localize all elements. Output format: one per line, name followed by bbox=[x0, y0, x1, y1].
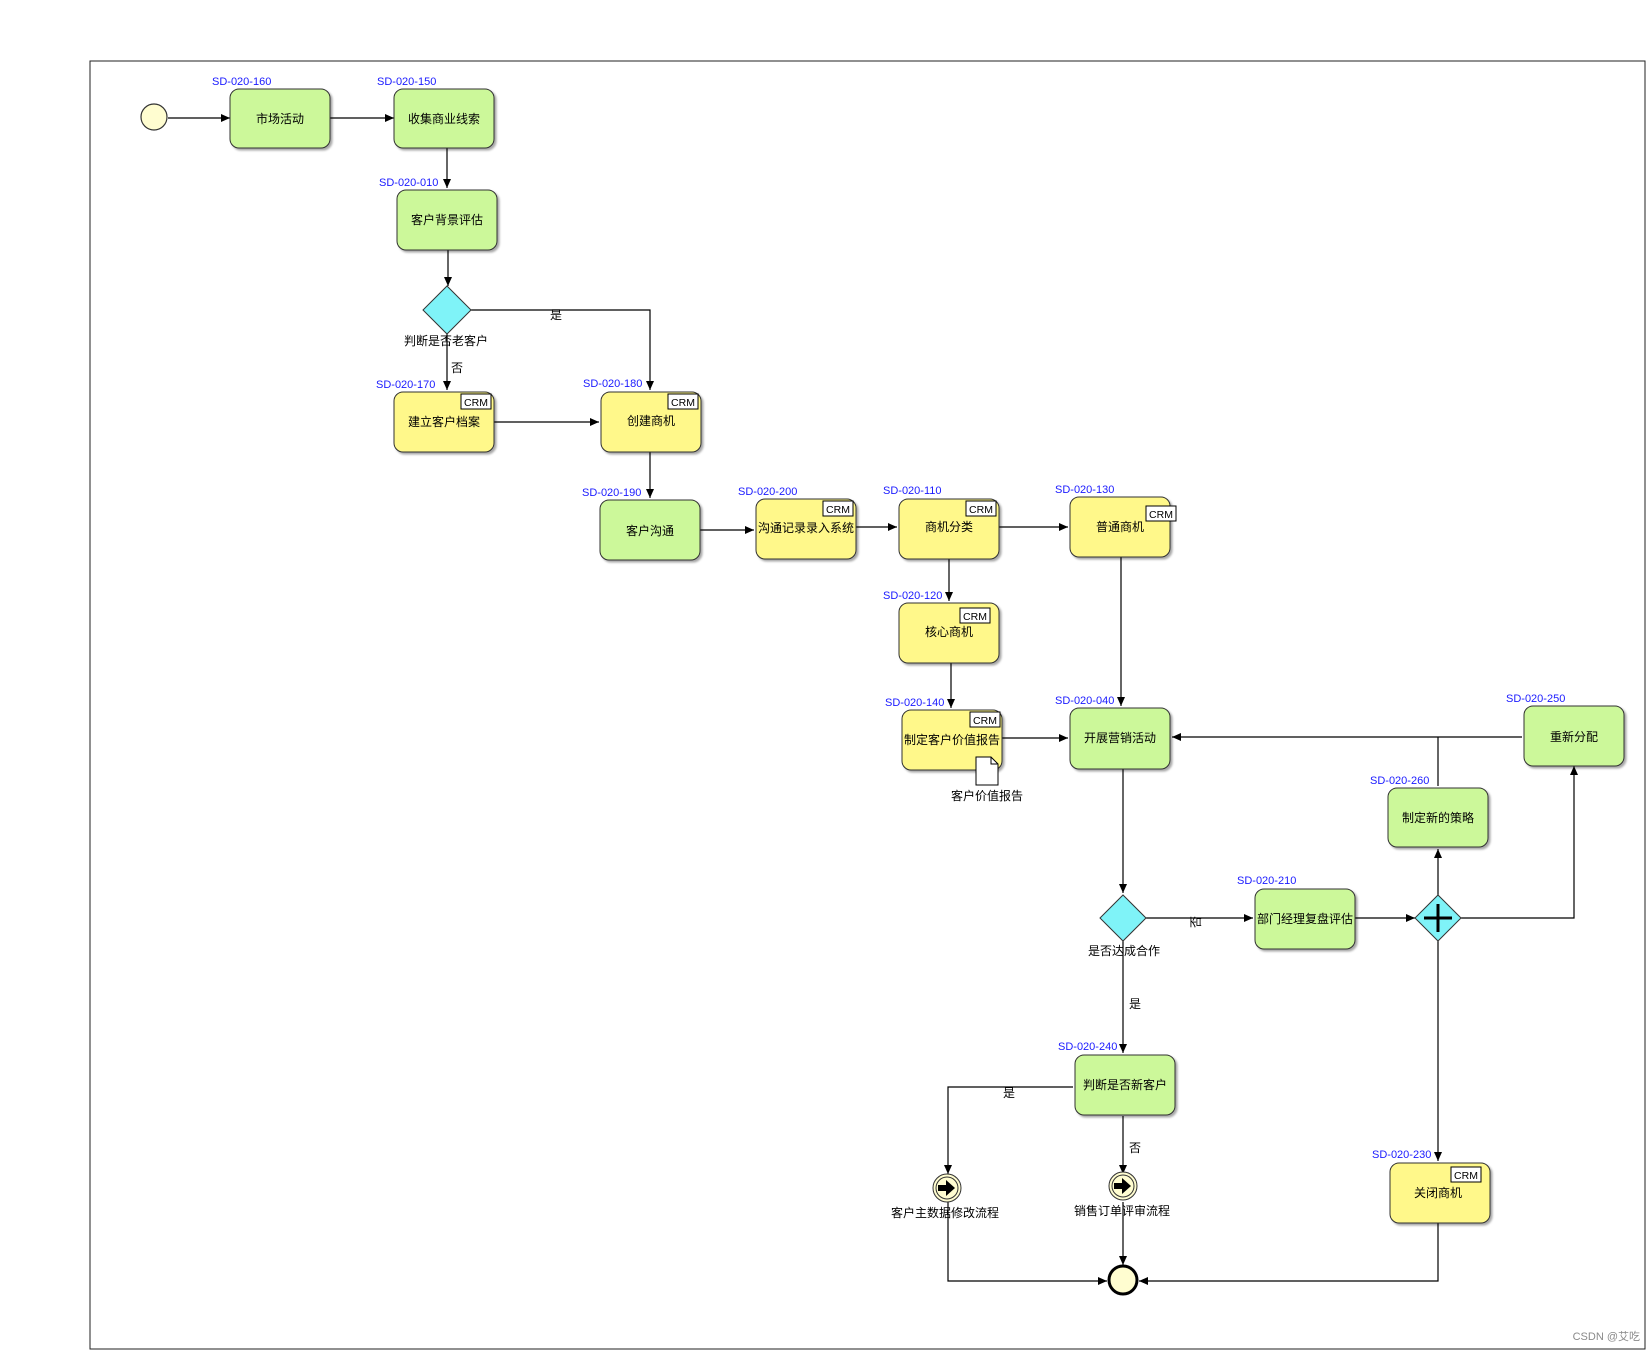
task-sd-020-130[interactable]: CRM 普通商机 bbox=[1069, 496, 1177, 558]
task-sd-020-010[interactable]: 客户背景评估 bbox=[396, 189, 498, 251]
task-sd-020-150[interactable]: 收集商业线索 bbox=[393, 88, 495, 149]
task-sd-020-140[interactable]: CRM 制定客户价值报告 bbox=[901, 709, 1003, 771]
task-label: 市场活动 bbox=[256, 111, 304, 126]
crm-badge bbox=[969, 711, 1001, 728]
task-sd-020-250[interactable]: 重新分配 bbox=[1523, 705, 1625, 767]
task-label: 客户背景评估 bbox=[411, 212, 483, 227]
crm-badge-label: CRM bbox=[973, 715, 997, 727]
task-code: SD-020-180 bbox=[583, 378, 642, 390]
task-code: SD-020-210 bbox=[1237, 875, 1296, 887]
link-event-label: 销售订单评审流程 bbox=[1074, 1203, 1170, 1218]
task-label: 制定客户价值报告 bbox=[904, 732, 1000, 747]
task-sd-020-190[interactable]: 客户沟通 bbox=[599, 499, 701, 561]
crm-badge-label: CRM bbox=[969, 504, 993, 516]
task-label: 客户沟通 bbox=[626, 523, 674, 538]
watermark: CSDN @艾吃 bbox=[1572, 1331, 1640, 1343]
task-label: 收集商业线索 bbox=[408, 111, 480, 126]
task-code: SD-020-200 bbox=[738, 486, 797, 498]
link-event-label: 客户主数据修改流程 bbox=[891, 1205, 999, 1220]
plus-icon bbox=[1424, 904, 1452, 932]
crm-badge-label: CRM bbox=[1149, 509, 1173, 521]
task-code: SD-020-130 bbox=[1055, 484, 1114, 496]
edge-label-t240-no: 否 bbox=[1129, 1141, 1141, 1155]
edge-t230-to-end bbox=[1139, 1222, 1439, 1285]
crm-badge-label: CRM bbox=[464, 397, 488, 409]
task-label: 创建商机 bbox=[627, 413, 675, 428]
edge-g3-to-t250 bbox=[1461, 766, 1578, 919]
task-sd-020-260[interactable]: 制定新的策略 bbox=[1387, 787, 1489, 848]
task-label: 开展营销活动 bbox=[1084, 731, 1156, 745]
edge-label-g2-yes: 是 bbox=[1129, 997, 1141, 1011]
edge-label-g2-no: 否 bbox=[1189, 916, 1203, 928]
task-code: SD-020-010 bbox=[379, 177, 438, 189]
crm-badge bbox=[1450, 1166, 1482, 1183]
arrow-right-icon bbox=[1114, 1178, 1131, 1194]
crm-badge bbox=[965, 500, 997, 517]
document-artifact[interactable] bbox=[975, 756, 999, 786]
task-label: 建立客户档案 bbox=[408, 414, 480, 429]
task-sd-020-170[interactable]: CRM 建立客户档案 bbox=[393, 391, 495, 453]
task-code: SD-020-040 bbox=[1055, 695, 1114, 707]
task-label: 制定新的策略 bbox=[1402, 810, 1474, 825]
task-sd-020-160[interactable]: 市场活动 bbox=[229, 88, 331, 149]
crm-badge-label: CRM bbox=[671, 397, 695, 409]
task-code: SD-020-240 bbox=[1058, 1041, 1117, 1053]
end-event[interactable] bbox=[1107, 1264, 1139, 1296]
edge-t240-to-link1 bbox=[944, 1086, 1073, 1174]
task-label: 商机分类 bbox=[925, 519, 973, 534]
edge-g1-to-t180 bbox=[471, 309, 654, 390]
crm-badge-label: CRM bbox=[826, 504, 850, 516]
link-event-sales-order[interactable] bbox=[1108, 1171, 1138, 1201]
task-sd-020-040[interactable]: 开展营销活动 bbox=[1069, 707, 1171, 770]
crm-badge bbox=[460, 393, 492, 410]
task-code: SD-020-160 bbox=[212, 76, 271, 88]
edge-label-g1-no: 否 bbox=[451, 361, 463, 375]
link-event-master-data[interactable] bbox=[932, 1173, 962, 1203]
crm-badge bbox=[1145, 505, 1177, 522]
task-code: SD-020-170 bbox=[376, 379, 435, 391]
task-code: SD-020-260 bbox=[1370, 775, 1429, 787]
gateway-cooperation[interactable] bbox=[1099, 894, 1147, 942]
arrow-right-icon bbox=[938, 1180, 955, 1196]
crm-badge bbox=[959, 607, 991, 624]
crm-badge-label: CRM bbox=[1454, 1170, 1478, 1182]
task-label: 判断是否新客户 bbox=[1083, 1077, 1167, 1092]
task-label: 核心商机 bbox=[925, 624, 973, 639]
task-label: 普通商机 bbox=[1096, 519, 1144, 534]
task-label: 关闭商机 bbox=[1414, 1185, 1462, 1200]
gateway-label: 是否达成合作 bbox=[1088, 943, 1160, 958]
task-sd-020-120[interactable]: CRM 核心商机 bbox=[898, 602, 1000, 664]
crm-badge bbox=[667, 393, 699, 410]
task-label: 沟通记录录入系统 bbox=[758, 521, 854, 535]
crm-badge-label: CRM bbox=[963, 611, 987, 623]
edge-label-t240-yes: 是 bbox=[1003, 1086, 1015, 1100]
edge-label-g1-yes: 是 bbox=[550, 308, 562, 322]
task-code: SD-020-190 bbox=[582, 487, 641, 499]
edge-link1-to-end bbox=[947, 1202, 1107, 1285]
task-code: SD-020-110 bbox=[883, 485, 942, 497]
task-label: 部门经理复盘评估 bbox=[1257, 911, 1353, 926]
task-sd-020-200[interactable]: CRM 沟通记录录入系统 bbox=[755, 498, 857, 560]
pool-frame bbox=[89, 60, 1646, 1350]
gateway-label: 判断是否老客户 bbox=[404, 333, 488, 348]
task-code: SD-020-120 bbox=[883, 590, 942, 602]
task-sd-020-230[interactable]: CRM 关闭商机 bbox=[1389, 1162, 1491, 1224]
parallel-gateway[interactable] bbox=[1414, 894, 1462, 942]
task-code: SD-020-150 bbox=[377, 76, 436, 88]
task-code: SD-020-140 bbox=[885, 697, 944, 709]
task-code: SD-020-230 bbox=[1372, 1149, 1431, 1161]
start-event[interactable] bbox=[140, 103, 168, 131]
document-label: 客户价值报告 bbox=[951, 788, 1023, 803]
task-sd-020-180[interactable]: CRM 创建商机 bbox=[600, 391, 702, 453]
gateway-old-customer[interactable] bbox=[422, 285, 472, 335]
task-code: SD-020-250 bbox=[1506, 693, 1565, 705]
edges bbox=[168, 114, 1578, 1285]
task-sd-020-210[interactable]: 部门经理复盘评估 bbox=[1254, 888, 1356, 950]
crm-badge bbox=[822, 500, 854, 517]
task-sd-020-110[interactable]: CRM 商机分类 bbox=[898, 498, 1000, 560]
task-sd-020-240[interactable]: 判断是否新客户 bbox=[1074, 1054, 1176, 1116]
task-label: 重新分配 bbox=[1550, 729, 1598, 744]
